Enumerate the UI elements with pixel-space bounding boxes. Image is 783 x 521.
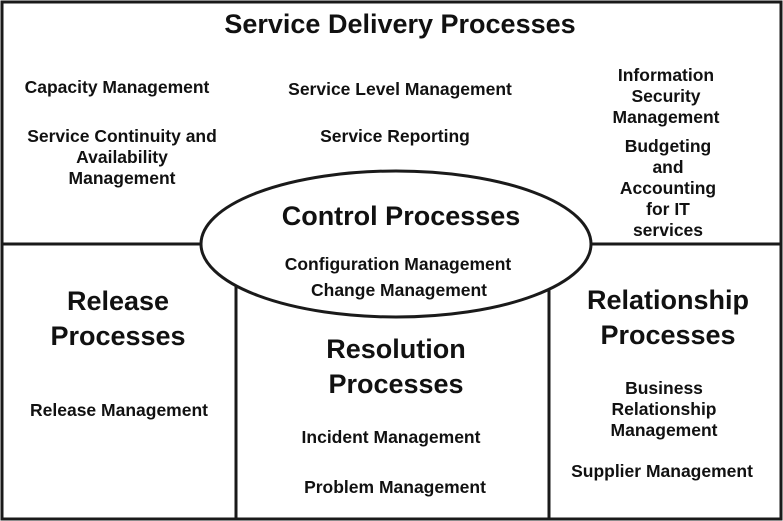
service-reporting-label: Service Reporting xyxy=(320,126,470,146)
service-continuity-label: Service Continuity and Availability Mana… xyxy=(27,126,217,188)
configuration-management-label: Configuration Management xyxy=(284,254,512,274)
service-level-management-label: Service Level Management xyxy=(288,79,512,99)
incident-management-label: Incident Management xyxy=(301,427,481,447)
business-relationship-label: Business Relationship Management xyxy=(610,378,718,440)
resolution-processes-title: Resolution Processes xyxy=(326,334,466,400)
capacity-management-label: Capacity Management xyxy=(24,77,210,97)
information-security-label: Information Security Management xyxy=(612,65,720,127)
release-management-label: Release Management xyxy=(30,400,208,420)
supplier-management-label: Supplier Management xyxy=(571,461,753,481)
control-processes-ellipse xyxy=(199,169,593,319)
control-processes-title: Control Processes xyxy=(281,201,521,231)
change-management-label: Change Management xyxy=(311,280,487,300)
relationship-processes-title: Relationship Processes xyxy=(586,285,750,351)
release-processes-title: Release Processes xyxy=(50,286,186,352)
problem-management-label: Problem Management xyxy=(304,477,486,497)
service-delivery-title: Service Delivery Processes xyxy=(224,9,576,39)
budgeting-accounting-label: Budgeting and Accounting for IT services xyxy=(619,136,717,240)
